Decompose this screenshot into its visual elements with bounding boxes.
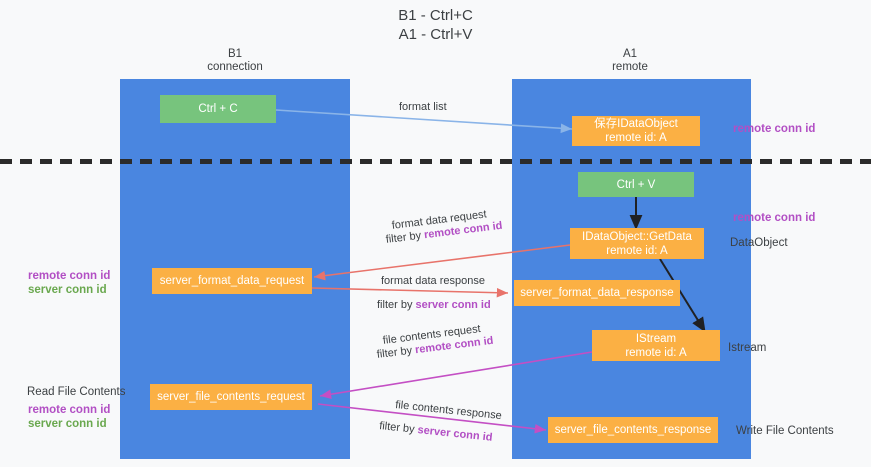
annotation-left-remote-conn-id: remote conn id — [28, 270, 111, 282]
node-idataobject-getdata[interactable]: IDataObject::GetData remote id: A — [570, 228, 704, 259]
page-title: B1 - Ctrl+C A1 - Ctrl+V — [398, 7, 473, 43]
filter-prefix: filter by — [377, 299, 416, 311]
column-header-b1: B1 connection — [207, 48, 263, 73]
annotation-left-server-conn-id: server conn id — [28, 284, 107, 296]
filter-prefix: filter by — [376, 344, 416, 361]
annotation-remote-conn-id-mid: remote conn id — [733, 212, 816, 224]
annotation-write-file-contents: Write File Contents — [736, 425, 834, 437]
filter-key-server-conn-id: server conn id — [416, 424, 493, 444]
edge-label-file-contents-response-filter: filter by server conn id — [379, 419, 494, 445]
node-save-idataobject[interactable]: 保存IDataObject remote id: A — [572, 116, 700, 146]
edge-label-format-data-response-filter: filter by server conn id — [377, 298, 491, 312]
node-ctrl-c[interactable]: Ctrl + C — [160, 95, 276, 123]
annotation-left-remote-conn-id-2: remote conn id — [28, 404, 111, 416]
filter-key-server-conn-id: server conn id — [415, 299, 491, 311]
filter-prefix: filter by — [385, 229, 425, 246]
node-istream[interactable]: IStream remote id: A — [592, 330, 720, 361]
phase-divider — [0, 159, 871, 164]
node-ctrl-v[interactable]: Ctrl + V — [578, 172, 694, 197]
node-server-file-contents-request[interactable]: server_file_contents_request — [150, 384, 312, 410]
node-server-format-data-request[interactable]: server_format_data_request — [152, 268, 312, 294]
annotation-istream: Istream — [728, 342, 767, 354]
annotation-remote-conn-id-top: remote conn id — [733, 123, 816, 135]
annotation-read-file-contents: Read File Contents — [27, 386, 126, 398]
annotation-dataobject: DataObject — [730, 237, 788, 249]
node-server-format-data-response[interactable]: server_format_data_response — [514, 280, 680, 306]
annotation-left-server-conn-id-2: server conn id — [28, 418, 107, 430]
column-header-a1: A1 remote — [612, 48, 648, 73]
filter-prefix: filter by — [378, 419, 419, 436]
node-server-file-contents-response[interactable]: server_file_contents_response — [548, 417, 718, 443]
edge-label-file-contents-response: file contents response — [394, 398, 503, 423]
edge-label-format-data-response: format data response — [381, 275, 485, 287]
edge-label-format-list: format list — [399, 101, 447, 113]
